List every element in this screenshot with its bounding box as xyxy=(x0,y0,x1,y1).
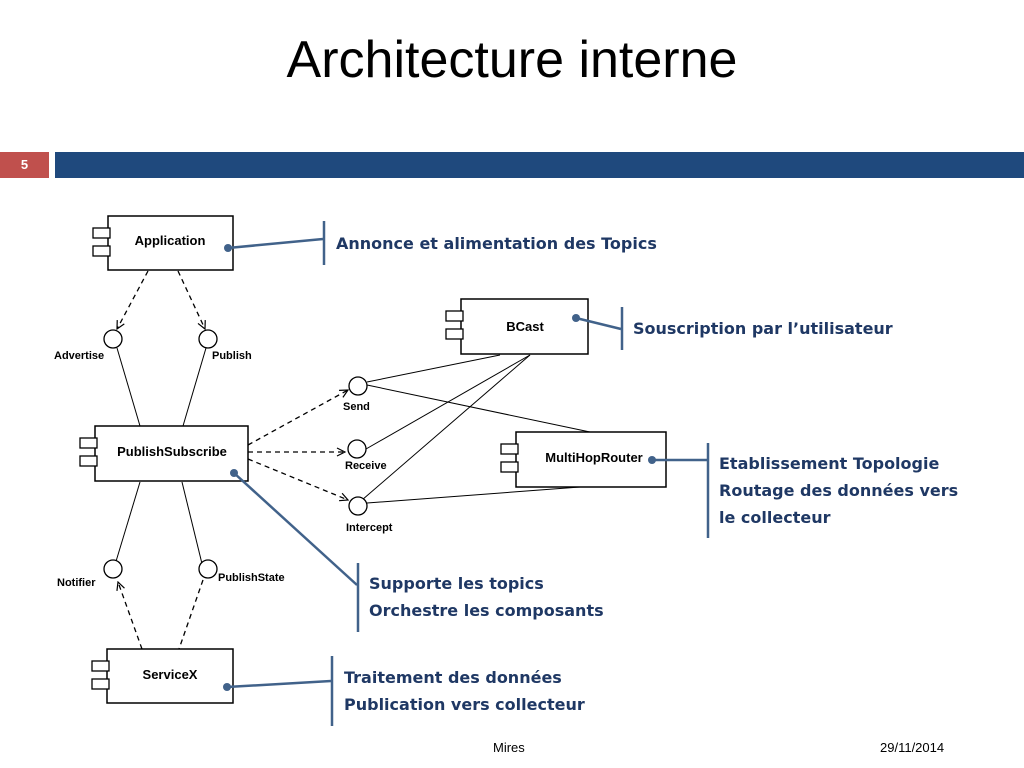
publish-label: Publish xyxy=(212,350,252,362)
realization-lines xyxy=(113,347,591,577)
component-publishsubscribe: PublishSubscribe xyxy=(79,425,249,482)
note-line: Annonce et alimentation des Topics xyxy=(336,234,657,253)
publishstate-interface xyxy=(198,559,218,579)
send-interface xyxy=(348,376,368,396)
notifier-label: Notifier xyxy=(57,577,96,589)
component-bcast: BCast xyxy=(445,298,589,355)
callout-dots xyxy=(223,244,656,691)
note-application: Annonce et alimentation des Topics xyxy=(336,230,657,257)
component-application: Application xyxy=(92,215,234,271)
footer-date: 29/11/2014 xyxy=(880,740,945,755)
note-line: Supporte les topics xyxy=(369,574,544,593)
interface-circles xyxy=(103,329,368,579)
note-line: Souscription par l’utilisateur xyxy=(633,319,893,338)
arrow-application-publish xyxy=(177,270,205,329)
advertise-interface xyxy=(103,329,123,349)
note-servicex: Traitement des données Publication vers … xyxy=(344,664,585,718)
intercept-interface xyxy=(348,496,368,516)
notifier-interface xyxy=(103,559,123,579)
note-line: Etablissement Topologie xyxy=(719,454,940,473)
note-line: Publication vers collecteur xyxy=(344,695,585,714)
arrow-pubsub-send xyxy=(247,390,348,446)
slide-title: Architecture interne xyxy=(286,31,738,89)
intercept-label: Intercept xyxy=(346,522,393,534)
note-line: Orchestre les composants xyxy=(369,601,604,620)
bcast-label: BCast xyxy=(506,319,544,334)
callout-connectors xyxy=(226,221,710,726)
receive-label: Receive xyxy=(345,460,387,472)
page-number-badge: 5 xyxy=(0,152,49,178)
note-multihoprouter: Etablissement Topologie Routage des donn… xyxy=(719,450,958,531)
note-publishsubscribe: Supporte les topics Orchestre les compos… xyxy=(369,570,604,624)
servicex-label: ServiceX xyxy=(143,667,198,682)
note-line: Traitement des données xyxy=(344,668,562,687)
component-servicex: ServiceX xyxy=(91,648,234,704)
receive-interface xyxy=(347,439,367,459)
application-label: Application xyxy=(135,233,206,248)
footer-author: Mires xyxy=(493,740,525,755)
note-line: Routage des données vers xyxy=(719,481,959,500)
publish-interface xyxy=(198,329,218,349)
multihoprouter-label: MultiHopRouter xyxy=(545,450,642,465)
publishsubscribe-label: PublishSubscribe xyxy=(117,444,227,459)
send-label: Send xyxy=(343,401,370,413)
arrow-pubsub-intercept xyxy=(247,458,348,500)
arrow-application-advertise xyxy=(117,270,149,329)
note-bcast: Souscription par l’utilisateur xyxy=(633,315,893,342)
header-bar xyxy=(55,152,1024,178)
dependency-arrows xyxy=(117,270,348,650)
component-multihoprouter: MultiHopRouter xyxy=(500,431,667,488)
advertise-label: Advertise xyxy=(54,350,104,362)
arrow-servicex-notifier xyxy=(118,582,143,650)
note-line: le collecteur xyxy=(719,508,831,527)
publishstate-label: PublishState xyxy=(218,572,285,584)
dashed-pubstate-servicex xyxy=(178,579,204,650)
